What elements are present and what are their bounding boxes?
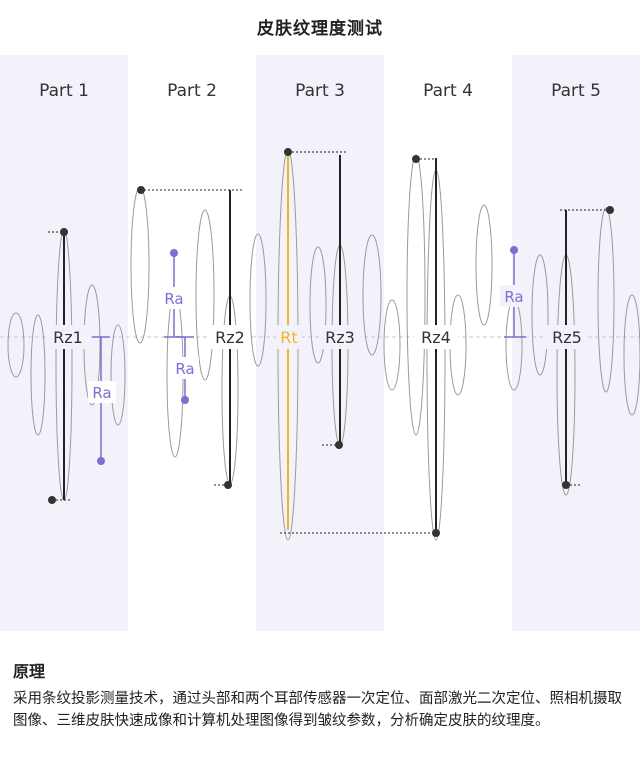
ra-dot: [97, 457, 105, 465]
principle-body: 采用条纹投影测量技术，通过头部和两个耳部传感器一次定位、面部激光二次定位、照相机…: [13, 691, 622, 729]
part-label-3: Part 3: [295, 81, 345, 101]
principle-heading: 原理: [13, 662, 46, 681]
dot: [137, 186, 145, 194]
dot: [48, 496, 56, 504]
endpoint-dots: [48, 148, 614, 537]
ra2-lower-label: Ra: [175, 360, 194, 378]
wave-peak: [406, 154, 426, 436]
principle-section: 原理 采用条纹投影测量技术，通过头部和两个耳部传感器一次定位、面部激光二次定位、…: [13, 658, 629, 732]
dot: [60, 228, 68, 236]
wave-peak: [130, 186, 150, 344]
dot: [335, 441, 343, 449]
part-label-1: Part 1: [39, 81, 89, 101]
rt-label: Rt: [280, 328, 297, 347]
rz-labels: Rz1 Rz2 Rz3 Rz4 Rz5: [48, 325, 588, 349]
wave-peak: [475, 204, 493, 326]
ra-dot: [510, 246, 518, 254]
part-label-5: Part 5: [551, 81, 601, 101]
wave-peak: [623, 294, 640, 416]
wave-peak: [195, 209, 215, 381]
ra-labels: Ra Ra Ra Ra: [88, 285, 528, 403]
ra1-label: Ra: [92, 384, 111, 402]
dot: [562, 481, 570, 489]
wave-peak: [7, 312, 25, 378]
part-label-4: Part 4: [423, 81, 473, 101]
dot: [606, 206, 614, 214]
wave-peak: [531, 254, 549, 376]
ra-dot: [181, 396, 189, 404]
rz1-label: Rz1: [53, 328, 83, 347]
ra2-upper-label: Ra: [164, 290, 183, 308]
rz2-label: Rz2: [215, 328, 245, 347]
ra3-label: Ra: [504, 288, 523, 306]
dot: [224, 481, 232, 489]
wave-peak: [383, 299, 401, 391]
page-title: 皮肤纹理度测试: [257, 19, 383, 39]
wave-peak: [30, 314, 46, 436]
rz4-label: Rz4: [421, 328, 451, 347]
dot: [432, 529, 440, 537]
rz5-label: Rz5: [552, 328, 582, 347]
wave-peak: [597, 207, 615, 393]
ra-dot: [170, 249, 178, 257]
roughness-diagram: Part 1 Part 2 Part 3 Part 4 Part 5: [0, 55, 640, 631]
dot: [284, 148, 292, 156]
wave-peak: [309, 246, 327, 364]
dot: [412, 155, 420, 163]
wave-peak: [249, 233, 267, 367]
part-label-2: Part 2: [167, 81, 217, 101]
wave-peak: [362, 234, 382, 356]
rz3-label: Rz3: [325, 328, 355, 347]
wave-peak: [110, 324, 126, 426]
